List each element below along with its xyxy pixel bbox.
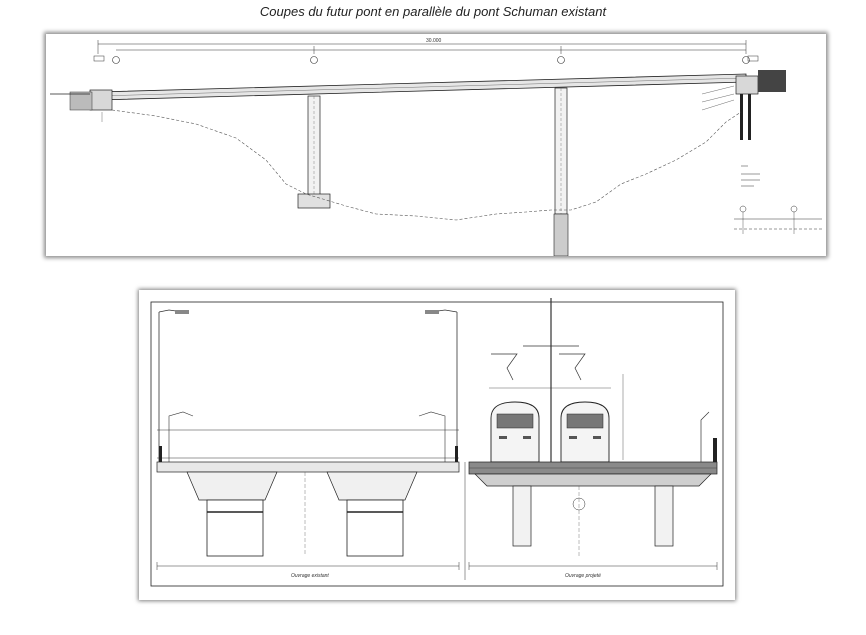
- projected-column-right: [654, 485, 674, 547]
- right-pile-1: [740, 94, 743, 140]
- pier-2-foundation: [553, 213, 569, 256]
- tram-left: [490, 401, 540, 463]
- axis-marker-p2: [557, 56, 565, 64]
- label-projected-structure: Ouvrage projeté: [565, 573, 601, 579]
- axis-marker-c0: [112, 56, 120, 64]
- pier-1-footing: [297, 193, 331, 209]
- tram-right: [560, 401, 610, 463]
- label-existing-structure: Ouvrage existant: [291, 573, 329, 579]
- bridge-elevation-drawing: 30.000: [46, 34, 826, 256]
- axis-marker-c3: [742, 56, 750, 64]
- elevation-legend: [734, 165, 822, 234]
- bridge-cross-section-drawing: Ouvrage existant: [139, 290, 735, 600]
- pantograph-right: [559, 353, 586, 381]
- projected-girder: [474, 473, 712, 487]
- existing-girder-left: [186, 471, 278, 501]
- terrain-profile: [111, 109, 742, 221]
- elevation-svg: 30.000: [50, 38, 822, 256]
- existing-web-right: [346, 499, 404, 557]
- right-embankment: [758, 70, 786, 92]
- projected-column-left: [512, 485, 532, 547]
- figure-caption: Coupes du futur pont en parallèle du pon…: [259, 4, 607, 19]
- right-pile-2: [748, 94, 751, 140]
- existing-deck-slab: [156, 461, 460, 473]
- overall-dimension-label: 30.000: [426, 38, 442, 44]
- axis-marker-p1: [310, 56, 318, 64]
- section-svg: Ouvrage existant: [150, 298, 724, 587]
- existing-web-left: [206, 499, 264, 557]
- right-abutment: [735, 75, 759, 95]
- existing-girder-right: [326, 471, 418, 501]
- left-abutment: [89, 89, 113, 111]
- pantograph-left: [491, 353, 518, 381]
- section-frame: [150, 301, 724, 587]
